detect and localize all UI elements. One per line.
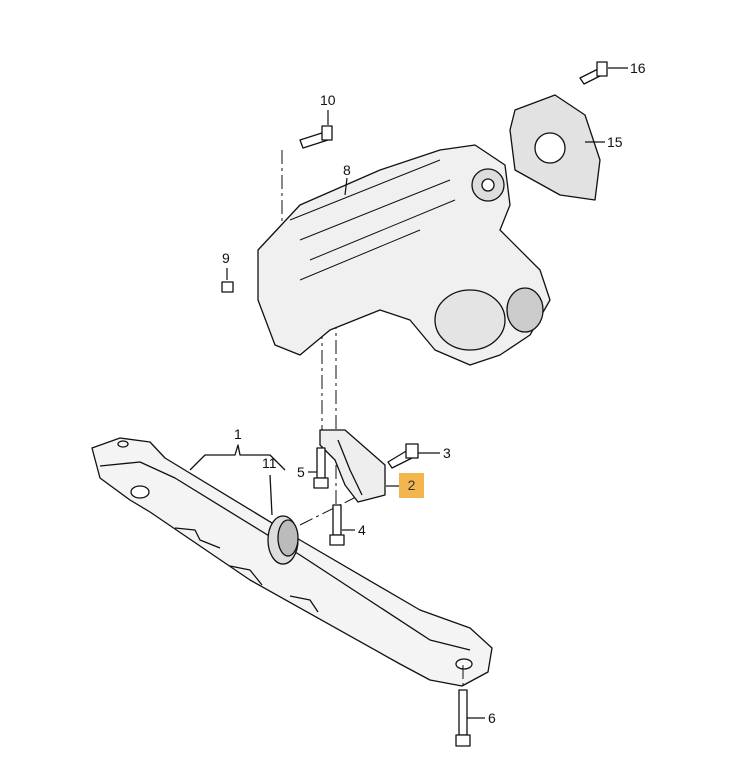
callout-bracket-1 — [189, 444, 286, 471]
callout-3[interactable]: 3 — [443, 445, 451, 461]
callout-8[interactable]: 8 — [343, 162, 351, 178]
transfer-case-part-8 — [257, 144, 551, 366]
bolt-part-5 — [316, 447, 326, 479]
flange-part-15 — [509, 94, 601, 201]
leader-lines — [226, 67, 628, 719]
callout-1[interactable]: 1 — [234, 426, 242, 442]
callout-11[interactable]: 11 — [262, 455, 277, 471]
callout-5[interactable]: 5 — [297, 464, 305, 480]
bolt-part-6 — [458, 689, 468, 736]
callout-4[interactable]: 4 — [358, 522, 366, 538]
callout-2: 2 — [407, 477, 416, 493]
crossmember-part-1 — [91, 437, 493, 687]
callout-6[interactable]: 6 — [488, 710, 496, 726]
nut-part-9 — [221, 281, 234, 293]
bolt-part-4 — [332, 504, 342, 536]
callout-2-highlighted[interactable]: 2 — [399, 473, 424, 498]
rubber-mount-part-11 — [267, 474, 299, 565]
callout-15[interactable]: 15 — [607, 134, 623, 150]
callout-10[interactable]: 10 — [320, 92, 336, 108]
callout-9[interactable]: 9 — [222, 250, 230, 266]
callout-16[interactable]: 16 — [630, 60, 646, 76]
bracket-part-2 — [319, 429, 386, 503]
bolts — [221, 61, 608, 747]
